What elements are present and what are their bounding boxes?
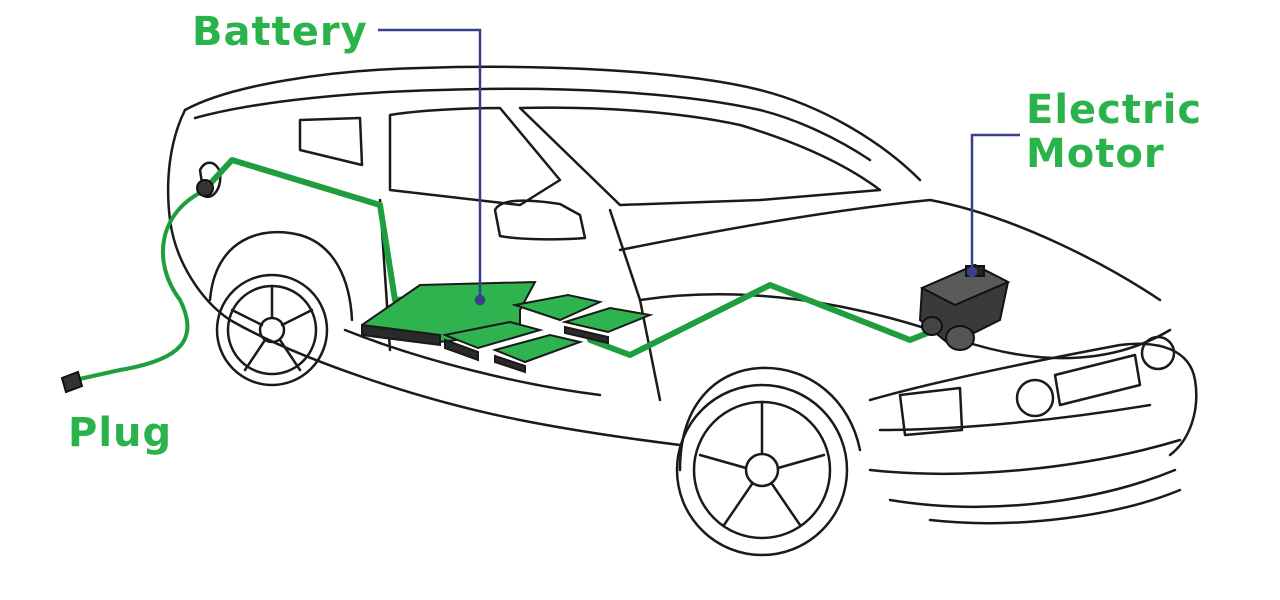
electric-motor-icon	[918, 263, 1011, 351]
electric-motor-label: Electric Motor	[1026, 88, 1202, 176]
plug-label-text: Plug	[68, 410, 173, 456]
battery-label-text: Battery	[192, 9, 368, 55]
car-outline-icon	[166, 65, 1198, 557]
plug-label: Plug	[68, 411, 172, 455]
electric-motor-label-line1: Electric	[1026, 87, 1203, 133]
battery-pack-icon	[361, 280, 654, 374]
plug-icon	[60, 179, 214, 394]
battery-label: Battery	[192, 10, 368, 54]
leader-lines	[378, 28, 1020, 306]
electric-motor-label-line2: Motor	[1026, 131, 1165, 177]
